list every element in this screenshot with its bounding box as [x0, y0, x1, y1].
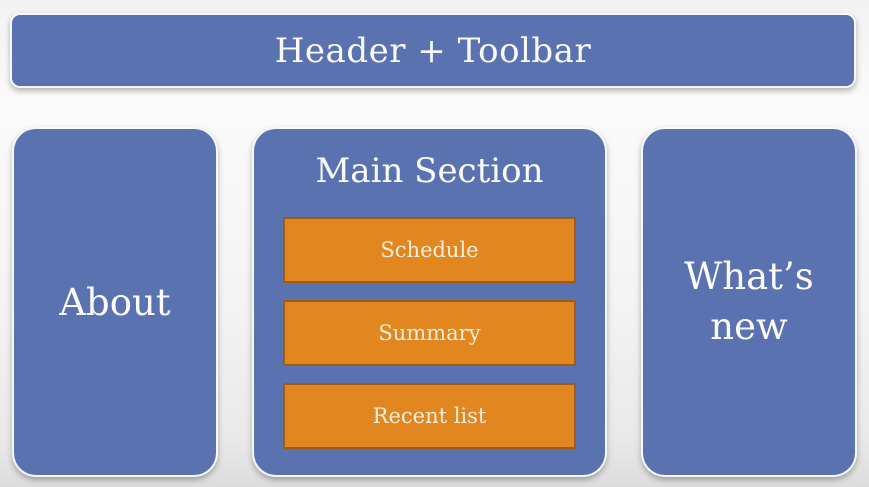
whats-new-block: What’s new: [641, 127, 857, 477]
summary-label: Summary: [378, 321, 481, 345]
summary-item: Summary: [283, 300, 576, 366]
header-toolbar-block: Header + Toolbar: [10, 13, 856, 88]
schedule-item: Schedule: [283, 217, 576, 283]
whats-new-label: What’s new: [684, 255, 814, 348]
schedule-label: Schedule: [380, 238, 479, 262]
about-label: About: [59, 280, 171, 324]
recent-list-label: Recent list: [372, 404, 487, 428]
header-toolbar-label: Header + Toolbar: [274, 30, 592, 71]
main-section-title: Main Section: [315, 151, 544, 191]
recent-list-item: Recent list: [283, 383, 576, 449]
main-section-block: Main Section Schedule Summary Recent lis…: [252, 127, 607, 477]
about-block: About: [12, 127, 218, 477]
